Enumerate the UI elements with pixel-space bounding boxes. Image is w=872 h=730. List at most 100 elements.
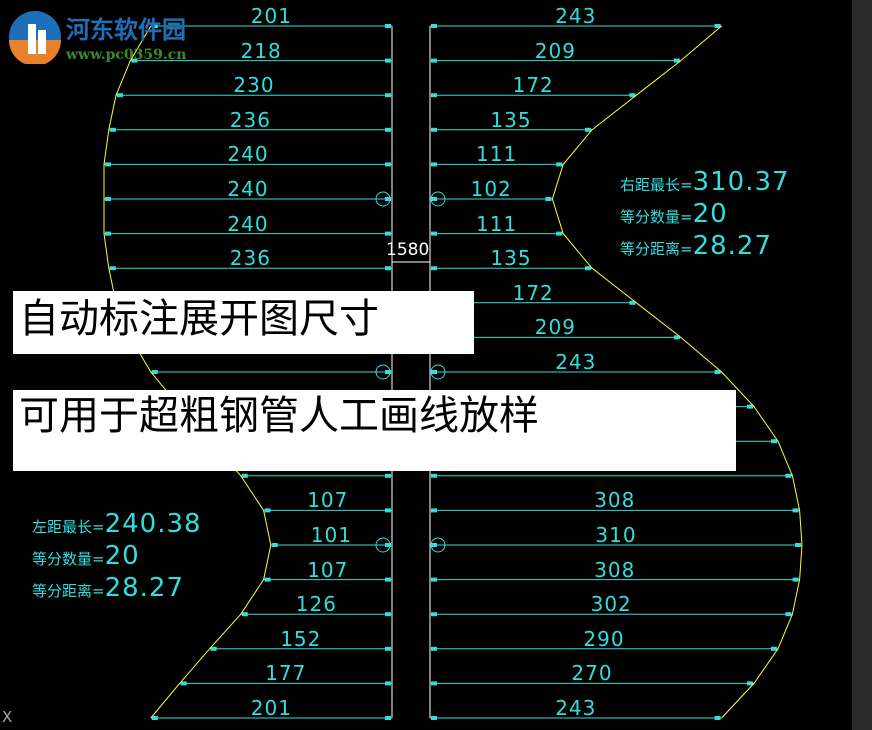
arrow-head	[431, 508, 437, 513]
arrow-head	[545, 197, 552, 201]
arrow-head	[385, 162, 391, 167]
left-dimension-label: 201	[250, 696, 292, 720]
right-dimension-label: 243	[555, 696, 597, 720]
left-dimension-label: 240	[227, 142, 269, 167]
arrow-head	[431, 127, 437, 132]
arrow-head	[431, 231, 437, 236]
label: 等分数量=	[32, 550, 105, 568]
arrow-head	[714, 716, 721, 720]
left-dimension-label: 126	[295, 592, 337, 617]
arrow-head	[771, 646, 777, 651]
arrow-head	[792, 577, 799, 582]
arrow-head	[151, 370, 158, 374]
arrow-head	[385, 58, 391, 63]
label: 右距最长=	[620, 176, 693, 194]
left-dimension-label: 230	[233, 73, 275, 98]
right-dimension-label: 102	[470, 177, 512, 201]
arrow-head	[714, 24, 721, 28]
right-dimension-label: 209	[534, 38, 576, 63]
watermark-name: 河东软件园	[66, 15, 186, 44]
left-dimension-label: 236	[229, 107, 271, 132]
arrow-head	[556, 231, 563, 236]
value: 310.37	[692, 167, 790, 197]
arrow-head	[180, 681, 187, 686]
label: 等分距离=	[620, 240, 693, 258]
arrow-head	[385, 24, 391, 28]
left-dimension-label: 107	[307, 557, 349, 582]
arrow-head	[431, 543, 437, 547]
right-dimension-label: 270	[571, 661, 613, 686]
left-dimension-label: 201	[250, 4, 292, 28]
right-dimension-label: 308	[594, 488, 636, 513]
right-dimension-label: 310	[595, 523, 637, 547]
arrow-head	[431, 162, 437, 167]
label: 等分距离=	[32, 582, 105, 600]
arrow-head	[385, 681, 391, 686]
left-dimension-label: 240	[227, 177, 269, 201]
caption-box-2: 可用于超粗钢管人工画线放样	[13, 390, 736, 471]
left-dimension-label: 218	[240, 38, 282, 63]
arrow-head	[431, 681, 437, 686]
arrow-head	[673, 335, 680, 340]
arrow-head	[241, 612, 248, 617]
arrow-head	[431, 266, 437, 271]
value: 240.38	[104, 509, 202, 539]
center-mark-circle	[375, 364, 391, 380]
arrow-head	[431, 646, 437, 651]
arrow-head	[714, 370, 721, 374]
arrow-head	[385, 716, 391, 720]
arrow-head	[771, 439, 777, 444]
right-dimension-label: 111	[476, 211, 518, 236]
value: 28.27	[692, 231, 773, 261]
left-dimension-label: 177	[265, 661, 307, 686]
arrow-head	[105, 197, 111, 201]
arrow-head	[785, 473, 792, 478]
left-dimension-label: 236	[229, 246, 271, 271]
arrow-head	[241, 473, 248, 478]
right-dimension-label: 209	[534, 315, 576, 340]
arrow-head	[431, 24, 437, 28]
caption-box-1: 自动标注展开图尺寸	[13, 291, 474, 354]
right-dimension-label: 243	[555, 350, 597, 374]
center-gap-dimension: 1580	[386, 240, 430, 260]
right-dimension-label: 172	[512, 73, 554, 98]
right-unfold-curve	[551, 25, 803, 719]
arrow-head	[109, 266, 116, 271]
arrow-head	[385, 577, 391, 582]
right-dimension-label: 111	[476, 142, 518, 167]
arrow-head	[109, 127, 116, 132]
arrow-head	[629, 93, 636, 98]
arrow-head	[105, 231, 111, 236]
right-dimension-label: 302	[590, 592, 632, 617]
arrow-head	[785, 612, 792, 617]
arrow-head	[556, 162, 563, 167]
center-mark-circle	[430, 364, 446, 380]
left-info: 左距最长=240.38 等分数量=20 等分距离=28.27	[32, 510, 202, 606]
arrow-head	[585, 127, 591, 132]
right-dimension-label: 243	[555, 4, 597, 28]
arrow-head	[385, 93, 391, 98]
arrow-head	[431, 473, 437, 478]
right-info: 右距最长=310.37 等分数量=20 等分距离=28.27	[620, 168, 790, 264]
arrow-head	[131, 58, 138, 63]
watermark-url: www.pc0359.cn	[66, 47, 187, 63]
arrow-head	[385, 127, 391, 132]
arrow-head	[747, 404, 753, 409]
arrow-head	[385, 266, 391, 271]
center-mark-circle	[375, 537, 391, 553]
value: 28.27	[104, 573, 185, 603]
scrollbar[interactable]	[852, 0, 872, 730]
arrow-head	[431, 577, 437, 582]
arrow-head	[673, 58, 680, 63]
arrow-head	[629, 300, 636, 305]
right-dimension-label: 308	[594, 557, 636, 582]
right-dimension-label: 135	[490, 107, 532, 132]
arrow-head	[431, 93, 437, 98]
arrow-head	[747, 681, 753, 686]
arrow-head	[210, 646, 217, 651]
left-unfold-curve	[103, 25, 272, 719]
watermark-logo: 河东软件园 www.pc0359.cn	[8, 10, 186, 64]
left-dimension-label: 107	[307, 488, 349, 513]
value: 20	[104, 541, 140, 571]
